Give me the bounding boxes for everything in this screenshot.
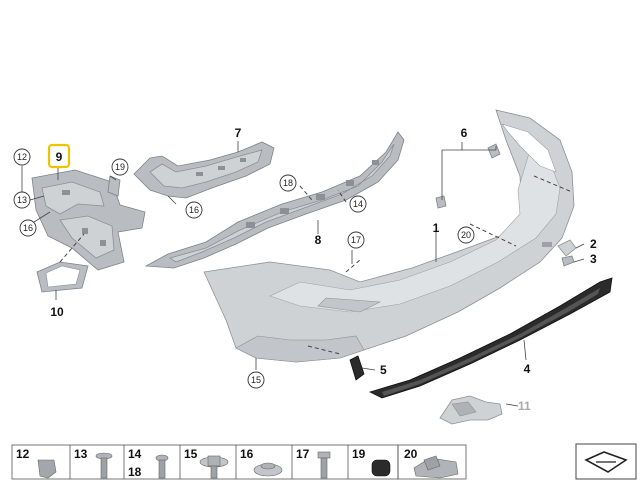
callout-18[interactable]: 18 xyxy=(279,174,297,192)
part-9-highlight xyxy=(47,143,71,169)
svg-text:18: 18 xyxy=(128,465,142,479)
svg-text:15: 15 xyxy=(184,447,198,461)
callout-1[interactable]: 1 xyxy=(433,221,440,235)
leader-lines xyxy=(21,141,585,407)
svg-text:20: 20 xyxy=(404,447,418,461)
callout-17[interactable]: 17 xyxy=(347,231,365,249)
part-9-left-bracket[interactable] xyxy=(31,169,146,271)
callout-13[interactable]: 13 xyxy=(13,191,31,209)
callout-20[interactable]: 20 xyxy=(457,226,475,244)
svg-text:17: 17 xyxy=(351,235,361,245)
callout-6[interactable]: 6 xyxy=(461,126,468,140)
svg-text:13: 13 xyxy=(17,195,27,205)
callout-12[interactable]: 12 xyxy=(13,148,31,166)
strip-item-15[interactable]: 15 xyxy=(184,447,229,479)
svg-text:17: 17 xyxy=(296,447,310,461)
fastener-strip xyxy=(11,444,467,480)
strip-item-19[interactable]: 19 xyxy=(352,447,391,477)
svg-text:14: 14 xyxy=(128,447,142,461)
perspective-arrow-icon xyxy=(575,443,637,480)
strip-item-17[interactable]: 17 xyxy=(296,447,331,479)
part-11-clip[interactable] xyxy=(439,395,503,425)
part-6-fasteners[interactable] xyxy=(435,143,501,209)
svg-text:20: 20 xyxy=(461,230,471,240)
callout-9[interactable]: 9 xyxy=(56,150,63,164)
svg-text:18: 18 xyxy=(283,178,293,188)
svg-text:12: 12 xyxy=(17,152,27,162)
part-2-small-bracket[interactable] xyxy=(557,239,577,257)
callout-19[interactable]: 19 xyxy=(111,158,129,176)
svg-text:13: 13 xyxy=(74,447,88,461)
svg-text:16: 16 xyxy=(240,447,254,461)
svg-text:16: 16 xyxy=(189,205,199,215)
callout-5[interactable]: 5 xyxy=(380,363,387,377)
part-8-carrier[interactable] xyxy=(144,131,405,269)
part-5-bracket[interactable] xyxy=(349,355,365,381)
svg-text:19: 19 xyxy=(115,162,125,172)
svg-text:15: 15 xyxy=(251,375,261,385)
callout-8[interactable]: 8 xyxy=(315,233,322,247)
svg-text:19: 19 xyxy=(352,447,366,461)
callout-3[interactable]: 3 xyxy=(590,252,597,266)
strip-item-16[interactable]: 16 xyxy=(240,447,283,477)
callout-15[interactable]: 15 xyxy=(247,371,265,389)
part-10-trim-frame[interactable] xyxy=(36,261,89,293)
callout-16-left[interactable]: 16 xyxy=(19,219,37,237)
callout-2[interactable]: 2 xyxy=(590,237,597,251)
strip-item-12[interactable]: 12 xyxy=(16,447,57,479)
part-1-bumper-panel[interactable] xyxy=(203,109,575,363)
svg-text:14: 14 xyxy=(353,199,363,209)
strip-item-14-18[interactable]: 14 18 xyxy=(128,447,169,479)
callout-4[interactable]: 4 xyxy=(524,362,531,376)
part-4-diffuser-strip[interactable] xyxy=(368,277,613,399)
callout-16-center[interactable]: 16 xyxy=(185,201,203,219)
strip-item-13[interactable]: 13 xyxy=(74,447,113,479)
part-3-small-clip[interactable] xyxy=(561,255,575,267)
callout-11[interactable]: 11 xyxy=(518,399,531,413)
callout-14[interactable]: 14 xyxy=(349,195,367,213)
strip-item-20[interactable]: 20 xyxy=(404,447,459,479)
svg-text:12: 12 xyxy=(16,447,30,461)
callout-7[interactable]: 7 xyxy=(235,126,242,140)
callout-10[interactable]: 10 xyxy=(50,305,64,319)
svg-text:16: 16 xyxy=(23,223,33,233)
part-7-upper-bracket[interactable] xyxy=(133,141,275,199)
